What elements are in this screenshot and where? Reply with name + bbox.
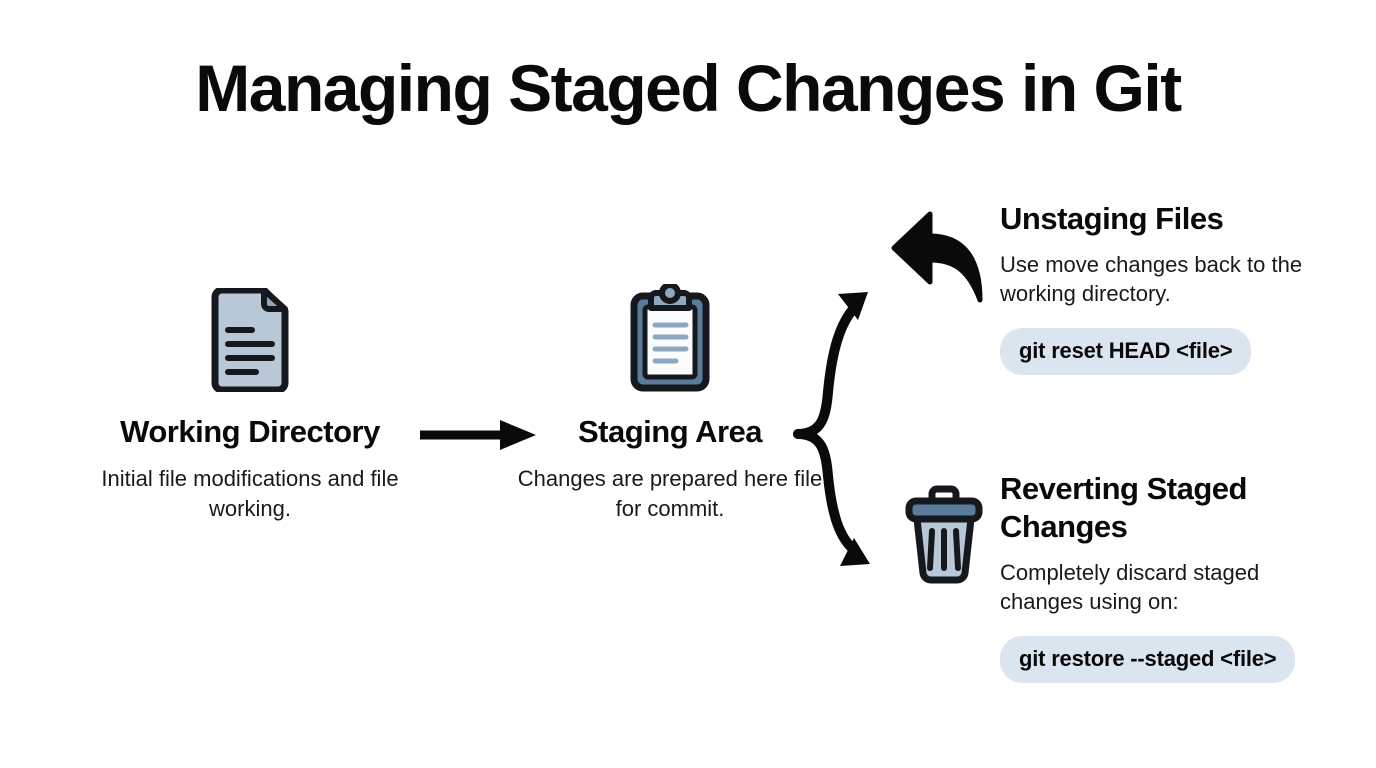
page-title: Managing Staged Changes in Git	[195, 51, 1182, 125]
clipboard-icon	[515, 282, 825, 392]
branch-reverting-staged-changes-title: Reverting Staged Changes	[1000, 471, 1247, 544]
stage-staging-area-title: Staging Area	[577, 414, 763, 449]
undo-arrow-icon	[888, 206, 988, 306]
branch-unstaging-files: Unstaging Files Use move changes back to…	[1000, 200, 1340, 376]
stage-staging-area-description: Changes are prepared here file for commi…	[517, 466, 823, 521]
stage-working-directory-description: Initial file modifications and file work…	[101, 466, 399, 521]
branch-unstaging-files-title: Unstaging Files	[1000, 201, 1224, 236]
stage-staging-area: Staging Area Changes are prepared here f…	[515, 282, 825, 523]
branch-reverting-staged-changes: Reverting Staged Changes Completely disc…	[1000, 470, 1340, 684]
command-pill-git-restore[interactable]: git restore --staged <file>	[1000, 636, 1296, 684]
stage-working-directory-title: Working Directory	[120, 414, 380, 449]
right-arrow-icon	[418, 418, 538, 452]
command-pill-git-reset[interactable]: git reset HEAD <file>	[1000, 328, 1252, 376]
trash-icon	[904, 482, 984, 584]
stage-working-directory: Working Directory Initial file modificat…	[95, 282, 405, 523]
branch-reverting-staged-changes-description: Completely discard staged changes using …	[1000, 559, 1260, 614]
fork-arrow-icon	[792, 288, 902, 570]
document-icon	[95, 282, 405, 392]
branch-unstaging-files-description: Use move changes back to the working dir…	[1000, 251, 1303, 307]
